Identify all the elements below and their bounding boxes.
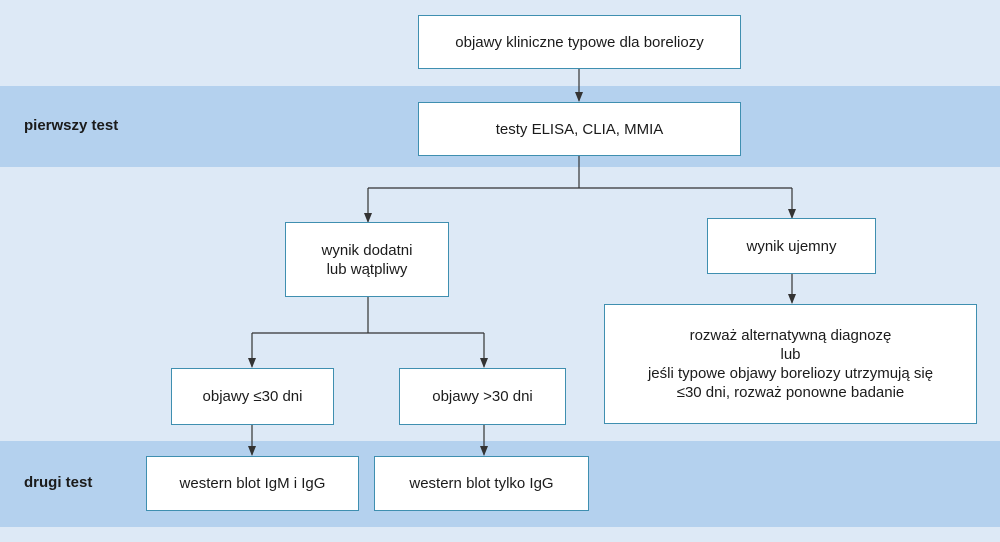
node-symptoms-le30-text: objawy ≤30 dni bbox=[202, 388, 303, 405]
node-negative-result: wynik ujemny bbox=[707, 218, 876, 274]
node-symptoms-gt30: objawy >30 dni bbox=[399, 368, 566, 425]
node-positive-line-1: wynik dodatni bbox=[321, 241, 413, 259]
node-symptoms-le30: objawy ≤30 dni bbox=[171, 368, 334, 425]
node-positive-line-2: lub wątpliwy bbox=[326, 260, 408, 278]
node-alternative-line-1: rozważ alternatywną diagnozę bbox=[689, 327, 892, 344]
node-alternative-line-4: ≤30 dni, rozważ ponowne badanie bbox=[676, 384, 905, 401]
node-elisa-tests-text: testy ELISA, CLIA, MMIA bbox=[495, 120, 664, 138]
node-positive-result: wynik dodatni lub wątpliwy bbox=[285, 222, 449, 297]
node-alternative-line-3: jeśli typowe objawy boreliozy utrzymują … bbox=[647, 365, 934, 382]
node-elisa-tests: testy ELISA, CLIA, MMIA bbox=[418, 102, 741, 156]
node-alternative-diagnosis: rozważ alternatywną diagnozę lub jeśli t… bbox=[604, 304, 977, 424]
node-western-blot-igm-igg: western blot IgM i IgG bbox=[146, 456, 359, 511]
node-alternative-line-2: lub bbox=[780, 346, 801, 363]
node-clinical-symptoms-text: objawy kliniczne typowe dla boreliozy bbox=[455, 33, 704, 51]
first-test-label: pierwszy test bbox=[24, 117, 119, 134]
node-negative-result-text: wynik ujemny bbox=[746, 237, 837, 255]
node-western-blot-igm-igg-text: western blot IgM i IgG bbox=[179, 475, 326, 492]
node-symptoms-gt30-text: objawy >30 dni bbox=[432, 388, 533, 405]
node-western-blot-igg-text: western blot tylko IgG bbox=[409, 475, 554, 492]
node-western-blot-igg: western blot tylko IgG bbox=[374, 456, 589, 511]
node-clinical-symptoms: objawy kliniczne typowe dla boreliozy bbox=[418, 15, 741, 69]
second-test-label: drugi test bbox=[24, 474, 93, 491]
